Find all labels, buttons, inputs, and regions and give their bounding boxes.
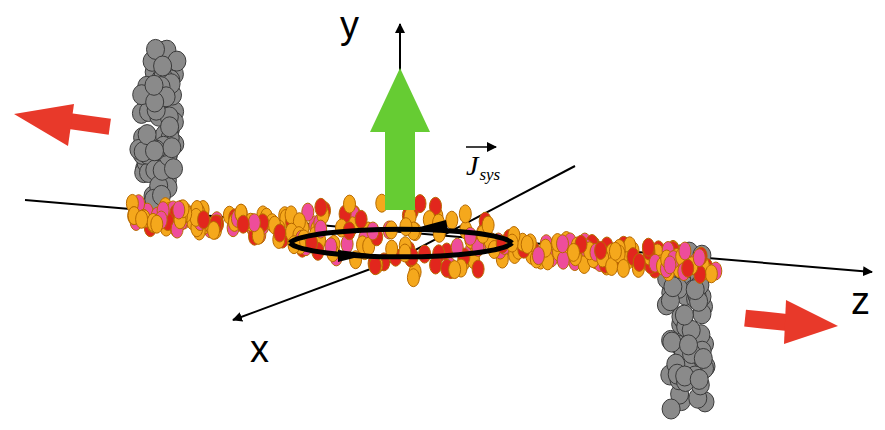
participant-nucleon xyxy=(315,198,327,216)
nucleon-dots xyxy=(126,39,721,419)
participant-nucleon xyxy=(705,265,717,283)
participant-nucleon xyxy=(274,224,286,242)
participant-nucleon xyxy=(459,205,471,223)
subscript: sys xyxy=(479,166,500,183)
left-red-arrow-head xyxy=(14,104,74,146)
axis-label: y xyxy=(340,6,359,44)
participant-nucleon xyxy=(532,247,544,265)
rotation-ellipse-back xyxy=(290,229,512,243)
spectator-nucleon xyxy=(165,159,183,179)
participant-nucleon xyxy=(173,201,185,219)
participant-nucleon xyxy=(472,260,484,278)
participant-nucleon xyxy=(344,195,356,213)
participant-nucleon xyxy=(557,235,569,253)
foreground-arrows xyxy=(14,68,838,344)
participant-nucleon xyxy=(633,253,645,271)
participant-nucleon xyxy=(664,256,676,274)
spectator-nucleon xyxy=(694,349,712,369)
participant-nucleon xyxy=(679,242,691,260)
green-arrow-shaft xyxy=(385,130,415,210)
axes xyxy=(25,24,872,320)
participant-nucleon xyxy=(248,214,260,232)
participant-nucleon xyxy=(198,211,210,229)
participant-nucleon xyxy=(446,211,458,229)
participant-nucleon xyxy=(617,259,629,277)
participant-nucleon xyxy=(642,238,654,256)
spectator-nucleon xyxy=(663,332,681,352)
axis-label: z xyxy=(851,282,870,320)
participant-nucleon xyxy=(136,210,148,228)
participant-nucleon xyxy=(482,216,494,234)
participant-nucleon xyxy=(682,259,694,277)
participant-nucleon xyxy=(208,221,220,239)
spectator-nucleon xyxy=(662,399,680,419)
spectator-nucleon xyxy=(690,369,708,389)
green-arrow-head xyxy=(370,68,430,132)
participant-nucleon xyxy=(407,269,419,287)
right-red-arrow-head xyxy=(784,300,838,344)
axis-label: x xyxy=(250,330,269,368)
participant-nucleon xyxy=(355,210,367,228)
participant-nucleon xyxy=(568,243,580,261)
participant-nucleon xyxy=(521,236,533,254)
participant-nucleon xyxy=(449,261,461,279)
participant-nucleon xyxy=(369,257,381,275)
participant-nucleon xyxy=(595,242,607,260)
spectator-nucleon xyxy=(145,75,163,95)
spectator-nucleon xyxy=(680,335,698,355)
right-red-arrow-shaft xyxy=(744,310,792,332)
rotation-arrowhead xyxy=(338,250,370,262)
spectator-nucleon xyxy=(675,305,693,325)
rotation-ellipse-front xyxy=(290,243,512,257)
rotation-arrowhead xyxy=(416,220,448,230)
participant-nucleon xyxy=(414,195,426,213)
axis-back-line xyxy=(400,166,575,258)
participant-nucleon xyxy=(151,215,163,233)
spectator-nucleon xyxy=(163,138,181,158)
vector-symbol: J xyxy=(466,152,478,180)
participant-nucleon xyxy=(237,215,249,233)
spectator-nucleon xyxy=(146,141,164,161)
vector-arrow xyxy=(466,146,496,148)
participant-nucleon xyxy=(609,242,621,260)
spectator-nucleon xyxy=(161,117,179,137)
left-red-arrow-shaft xyxy=(67,113,111,135)
spectator-nucleon xyxy=(154,56,172,76)
participant-nucleon xyxy=(693,249,705,267)
